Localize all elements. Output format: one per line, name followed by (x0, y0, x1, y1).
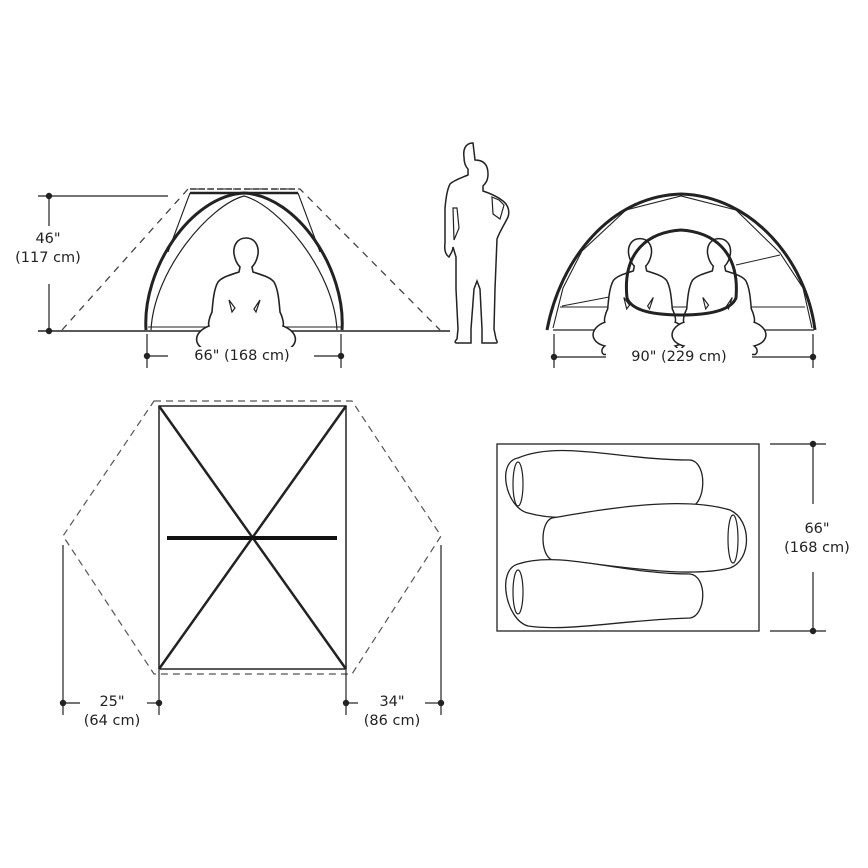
vestibule-right-imperial: 34" (379, 694, 405, 710)
side-view (545, 192, 817, 368)
tent-inner-arch (150, 195, 338, 331)
seated-person-icon (195, 237, 297, 361)
floor-outline (496, 443, 760, 632)
vestibule-right-label: 34" (86 cm) (360, 693, 424, 731)
side-length-label: 90" (229 cm) (606, 348, 752, 367)
dimension-dot (45, 327, 53, 335)
standing-person-icon (444, 142, 510, 344)
seated-person-icon (671, 237, 767, 356)
tent-body-outline (552, 195, 813, 329)
floor-plan (496, 440, 826, 635)
floor-width-metric: (168 cm) (784, 540, 850, 556)
rainfly-footprint-dashed (62, 400, 442, 675)
dimension-dot (45, 192, 53, 200)
height-metric: (117 cm) (15, 250, 81, 266)
front-width-label: 66" (168 cm) (170, 347, 314, 366)
vestibule-left-imperial: 25" (99, 694, 125, 710)
door-outline (624, 228, 738, 317)
height-imperial: 46" (35, 231, 61, 247)
vestibule-right-metric: (86 cm) (363, 713, 421, 729)
floor-width-imperial: 66" (804, 521, 830, 537)
sleeping-bag-icon (505, 558, 704, 629)
vestibule-left-metric: (64 cm) (83, 713, 141, 729)
top-view (59, 400, 445, 715)
tent-pole-arch (545, 192, 817, 331)
front-view (38, 188, 450, 368)
vestibule-left-label: 25" (64 cm) (80, 693, 144, 731)
floor-width-label: 66" (168 cm) (776, 520, 858, 558)
tent-floor-outline (158, 405, 347, 670)
tent-pole-arch (144, 191, 344, 331)
front-height-label: 46" (117 cm) (4, 230, 92, 268)
rainfly-outline-dashed (61, 188, 441, 331)
